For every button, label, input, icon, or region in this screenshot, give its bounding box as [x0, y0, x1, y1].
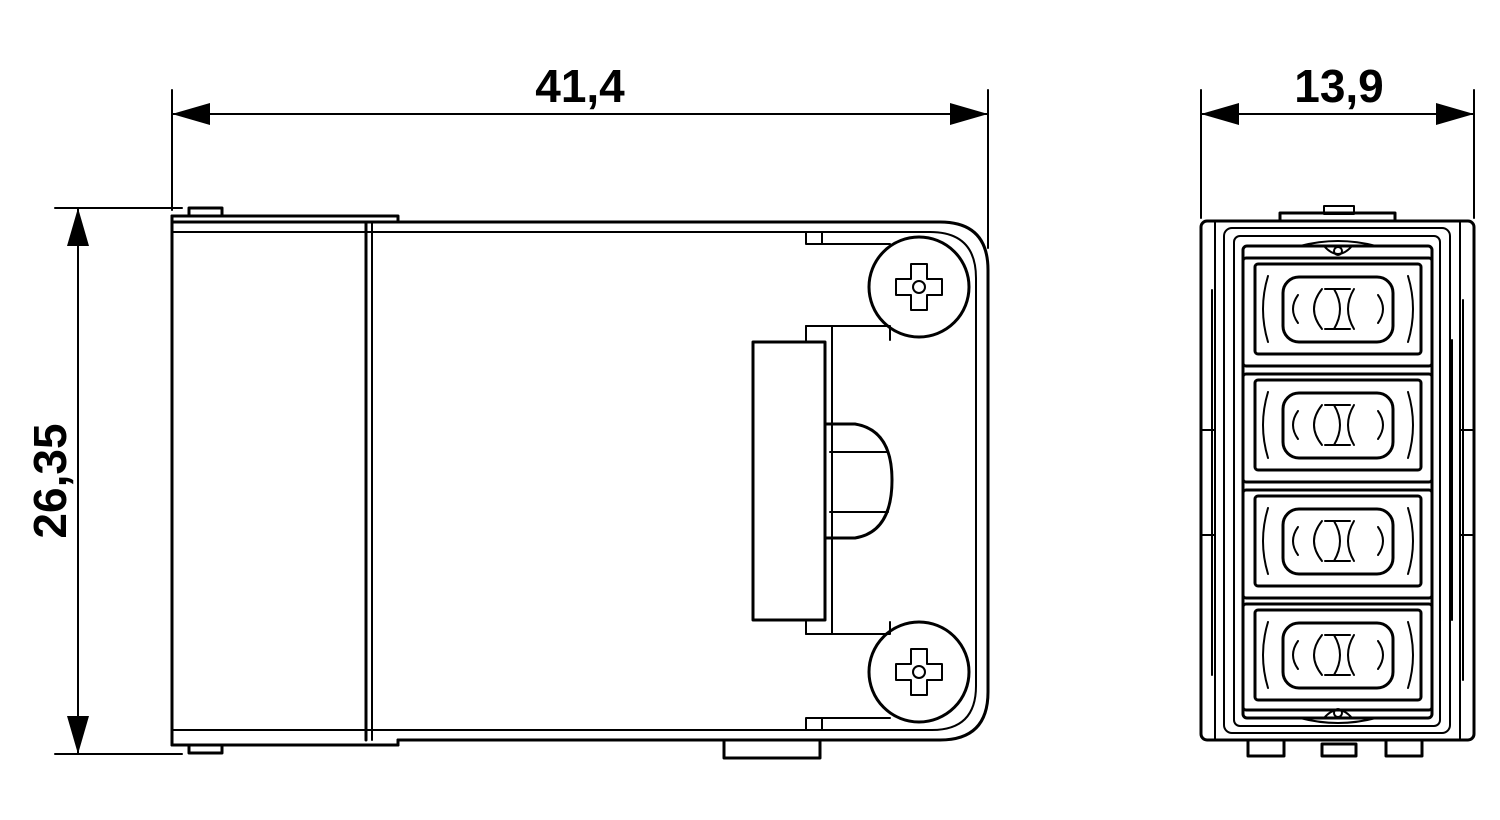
screw-bottom	[867, 620, 971, 724]
dimension-width-label: 41,4	[535, 60, 625, 112]
dimension-height: 26,35	[24, 207, 183, 755]
terminal-4	[1241, 602, 1434, 712]
terminal-2	[1241, 372, 1434, 484]
terminal-1	[1241, 256, 1434, 368]
dimension-depth-label: 13,9	[1294, 60, 1384, 112]
side-view	[170, 206, 990, 760]
dimension-depth: 13,9	[1200, 60, 1475, 219]
terminal-3	[1241, 488, 1434, 600]
front-view	[1199, 205, 1476, 758]
dimension-height-label: 26,35	[24, 423, 76, 538]
dimension-width: 41,4	[171, 60, 989, 249]
screw-top	[867, 235, 971, 339]
